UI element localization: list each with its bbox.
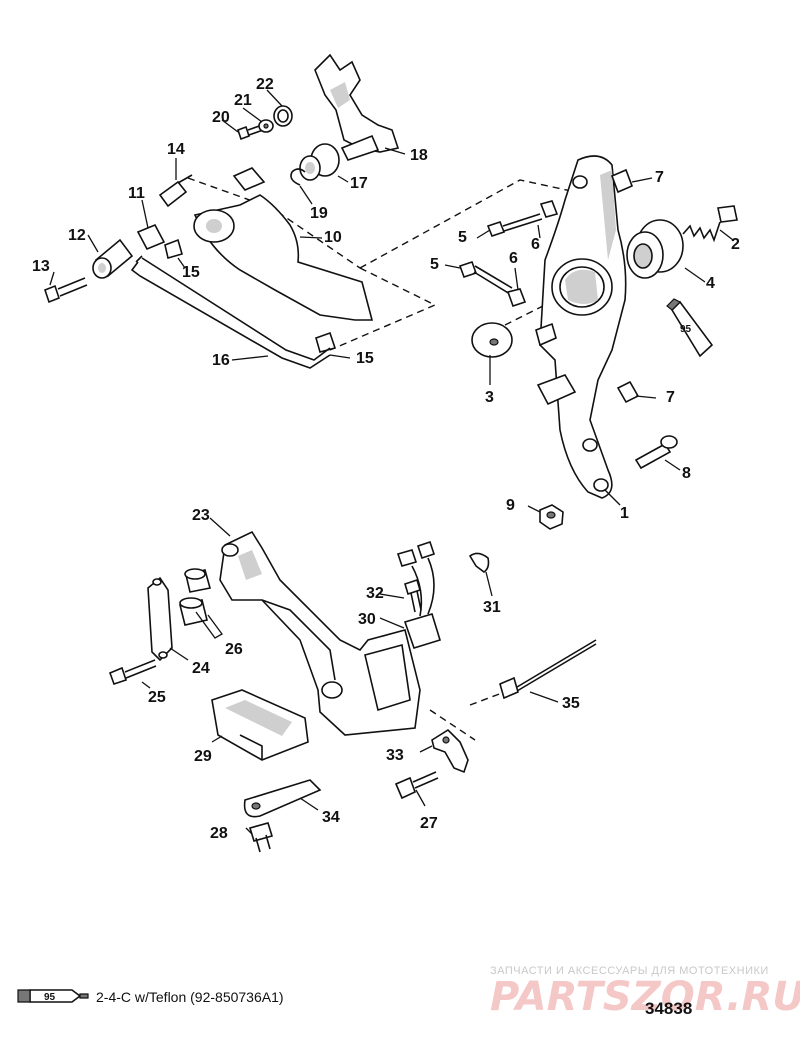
callout-29: 29 [194,748,212,765]
watermark-tagline: ЗАПЧАСТИ И АКСЕССУАРЫ ДЛЯ МОТОТЕХНИКИ [490,965,769,977]
legend: 95 2-4-C w/Teflon (92-850736A1) [17,989,284,1005]
callout-5a: 5 [458,229,467,246]
figure-number: 34838 [645,999,692,1018]
callout-7b: 7 [666,389,675,406]
part-35-cable [499,639,597,700]
callout-25: 25 [148,689,166,706]
callout-labels: 1 2 3 4 5 5 6 6 7 7 8 9 10 11 12 13 14 1… [32,76,740,842]
callout-18: 18 [410,147,428,164]
callout-19: 19 [310,205,328,222]
part-33-bracket-tab [431,728,469,774]
callout-22: 22 [256,76,274,93]
callout-7a: 7 [655,169,664,186]
part-10-lever [193,167,374,321]
callout-13: 13 [32,258,50,275]
legend-text: 2-4-C w/Teflon (92-850736A1) [96,989,284,1005]
grease-tube: 95 [666,298,714,358]
part-23-lower-bracket [219,530,421,736]
part-15-clips [164,238,337,353]
callout-16: 16 [212,352,230,369]
part-4-hub [626,219,684,279]
callout-34: 34 [322,809,340,826]
part-13-bolt [44,277,88,304]
part-21-washer [258,119,274,133]
part-19-clip [290,168,306,186]
callout-15a: 15 [182,264,200,281]
callout-32: 32 [366,585,384,602]
callout-27: 27 [420,815,438,832]
part-29-switch-carrier [211,689,309,761]
watermark-brand: PARTSZOR.RU [490,974,800,1020]
part-8-shoulder-bolt [634,435,678,470]
part-26-bushings [179,568,212,626]
callout-31: 31 [483,599,501,616]
part-3-washer-disc [471,322,513,358]
tube-label: 95 [680,324,692,335]
callout-17: 17 [350,175,368,192]
callout-5b: 5 [430,256,439,273]
part-16-rod [130,255,331,369]
callout-8: 8 [682,465,691,482]
legend-tube-label: 95 [44,992,56,1003]
callout-28: 28 [210,825,228,842]
part-5-bolts [458,213,543,295]
part-31-clip [468,552,490,573]
part-9-nut [539,504,564,530]
callout-6a: 6 [531,236,540,253]
part-17-bushing [299,143,340,181]
callout-30: 30 [358,611,376,628]
part-2-spring-bolt [682,205,738,243]
callout-26: 26 [225,641,243,658]
callout-3: 3 [485,389,494,406]
leader-lines [49,89,734,835]
callout-24: 24 [192,660,210,677]
callout-6b: 6 [509,250,518,267]
callout-12: 12 [68,227,86,244]
part-6-nuts [506,200,559,308]
callout-14: 14 [167,141,185,158]
part-32-screw [404,578,422,613]
part-34-plate [243,779,322,818]
callout-23: 23 [192,507,210,524]
callout-9: 9 [506,497,515,514]
callout-35: 35 [562,695,580,712]
part-24-plate [147,576,173,662]
part-11-sleeve [136,223,166,251]
callout-1: 1 [620,505,629,522]
part-27-bolt [394,771,439,800]
part-25-screw [108,659,157,686]
callout-2: 2 [731,236,740,253]
callout-4: 4 [706,275,715,292]
part-30-switch [396,540,441,649]
callout-21: 21 [234,92,252,109]
part-1-main-bracket [535,155,627,499]
part-28-screw [248,822,274,853]
callout-11: 11 [128,185,145,202]
callout-33: 33 [386,747,404,764]
watermark: ЗАПЧАСТИ И АКСЕССУАРЫ ДЛЯ МОТОТЕХНИКИ PA… [490,965,800,1020]
part-12-bushing [92,238,134,279]
part-18-shift-lever [314,53,400,161]
callout-15b: 15 [356,350,374,367]
callout-10: 10 [324,229,342,246]
part-14-screw [158,174,193,208]
part-22-lock-washer [273,105,293,127]
callout-20: 20 [212,109,230,126]
